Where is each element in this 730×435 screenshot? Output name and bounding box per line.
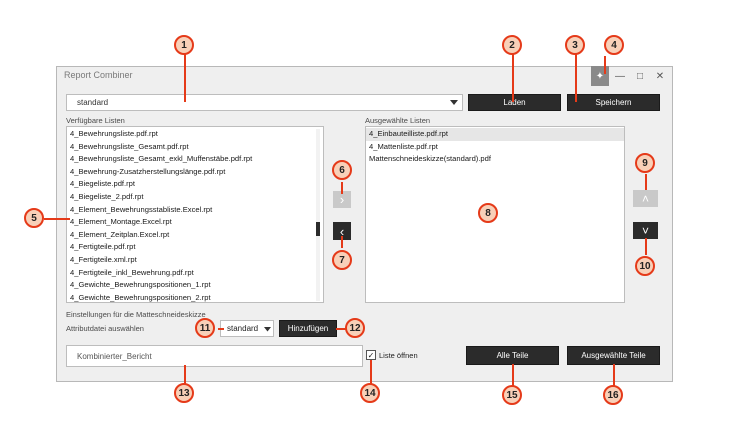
report-name-input[interactable]: Kombinierter_Bericht bbox=[66, 345, 363, 367]
minimize-icon[interactable]: — bbox=[615, 70, 625, 82]
selected-parts-button[interactable]: Ausgewählte Teile bbox=[567, 346, 660, 365]
available-list: 4_Bewehrungsliste.pdf.rpt 4_Bewehrungslis… bbox=[67, 128, 323, 302]
callout-line-1 bbox=[184, 53, 186, 102]
callout-line-6 bbox=[341, 182, 343, 194]
all-parts-button[interactable]: Alle Teile bbox=[466, 346, 559, 365]
callout-line-9 bbox=[645, 174, 647, 190]
list-item[interactable]: 4_Fertigteile.pdf.rpt bbox=[70, 242, 136, 252]
pin-icon[interactable]: ✦ bbox=[591, 66, 609, 86]
available-scrollbar-thumb[interactable] bbox=[316, 222, 320, 236]
close-icon[interactable]: ✕ bbox=[655, 70, 665, 82]
available-lists-panel: 4_Bewehrungsliste.pdf.rpt 4_Bewehrungslis… bbox=[66, 126, 324, 303]
template-dropdown[interactable]: standard bbox=[66, 94, 463, 111]
callout-line-13 bbox=[184, 365, 186, 385]
list-item[interactable]: 4_Element_Zeitplan.Excel.rpt bbox=[70, 229, 170, 239]
template-dropdown-value: standard bbox=[77, 98, 109, 107]
attribute-file-value: standard bbox=[227, 324, 259, 333]
list-item[interactable]: 4_Element_Montage.Excel.rpt bbox=[70, 217, 172, 227]
list-item[interactable]: 4_Element_Bewehrungsstabliste.Excel.rpt bbox=[70, 204, 213, 214]
list-item[interactable]: 4_Mattenliste.pdf.rpt bbox=[369, 141, 438, 151]
report-name-value: Kombinierter_Bericht bbox=[77, 352, 152, 361]
attribute-file-dropdown[interactable]: standard bbox=[220, 320, 274, 337]
add-button[interactable]: Hinzufügen bbox=[279, 320, 337, 337]
attribute-file-label: Attributdatei auswählen bbox=[66, 324, 144, 333]
callout-9: 9 bbox=[635, 153, 655, 173]
callout-line-16 bbox=[613, 364, 615, 386]
list-item[interactable]: 4_Gewichte_Bewehrungspositionen_1.rpt bbox=[70, 280, 211, 290]
list-item[interactable]: 4_Bewehrungsliste.pdf.rpt bbox=[70, 129, 158, 138]
list-item[interactable]: 4_Einbauteilliste.pdf.rpt bbox=[366, 128, 624, 141]
available-lists-header: Verfügbare Listen bbox=[66, 116, 125, 125]
settings-header: Einstellungen für die Matteschneideskizz… bbox=[66, 310, 206, 319]
list-item[interactable]: 4_Biegeliste.pdf.rpt bbox=[70, 179, 136, 189]
callout-line-7 bbox=[341, 236, 343, 248]
callout-line-15 bbox=[512, 364, 514, 386]
callout-2: 2 bbox=[502, 35, 522, 55]
move-up-button[interactable]: ˄ bbox=[633, 190, 658, 207]
callout-7: 7 bbox=[332, 250, 352, 270]
callout-3: 3 bbox=[565, 35, 585, 55]
callout-16: 16 bbox=[603, 385, 623, 405]
callout-line-4 bbox=[604, 56, 606, 74]
callout-12: 12 bbox=[345, 318, 365, 338]
save-button[interactable]: Speichern bbox=[567, 94, 660, 111]
callout-line-14 bbox=[370, 360, 372, 384]
list-item[interactable]: Mattenschneideskizze(standard).pdf bbox=[369, 154, 491, 164]
attribute-dropdown-arrow-icon bbox=[264, 327, 271, 332]
callout-line-3 bbox=[575, 53, 577, 102]
callout-line-2 bbox=[512, 53, 514, 102]
maximize-icon[interactable]: □ bbox=[636, 70, 644, 82]
move-right-button[interactable]: › bbox=[333, 191, 351, 208]
callout-line-10 bbox=[645, 238, 647, 255]
list-item[interactable]: 4_Bewehrungsliste_Gesamt_exkl_Muffenstäb… bbox=[70, 154, 253, 164]
open-list-checkbox[interactable]: ✓ bbox=[366, 350, 376, 360]
callout-15: 15 bbox=[502, 385, 522, 405]
callout-line-11 bbox=[218, 328, 224, 330]
window-title: Report Combiner bbox=[64, 70, 133, 80]
callout-4: 4 bbox=[604, 35, 624, 55]
list-item[interactable]: 4_Fertigteile.xml.rpt bbox=[70, 254, 137, 264]
callout-6: 6 bbox=[332, 160, 352, 180]
available-scrollbar-track[interactable] bbox=[316, 129, 320, 301]
move-down-button[interactable]: ˅ bbox=[633, 222, 658, 239]
callout-line-5 bbox=[44, 218, 70, 220]
list-item[interactable]: 4_Fertigteile_inkl_Bewehrung.pdf.rpt bbox=[70, 267, 194, 277]
selected-lists-header: Ausgewählte Listen bbox=[365, 116, 431, 125]
callout-5: 5 bbox=[24, 208, 44, 228]
list-item[interactable]: 4_Bewehrung-Zusatzherstellungslänge.pdf.… bbox=[70, 166, 226, 176]
load-button[interactable]: Laden bbox=[468, 94, 561, 111]
list-item[interactable]: 4_Gewichte_Bewehrungspositionen_2.rpt bbox=[70, 292, 211, 302]
callout-11: 11 bbox=[195, 318, 215, 338]
callout-14: 14 bbox=[360, 383, 380, 403]
callout-1: 1 bbox=[174, 35, 194, 55]
callout-line-12 bbox=[336, 328, 348, 330]
list-item[interactable]: 4_Biegeliste_2.pdf.rpt bbox=[70, 191, 144, 201]
callout-8: 8 bbox=[478, 203, 498, 223]
dropdown-arrow-icon bbox=[450, 100, 458, 105]
callout-10: 10 bbox=[635, 256, 655, 276]
callout-13: 13 bbox=[174, 383, 194, 403]
move-left-button[interactable]: ‹ bbox=[333, 222, 351, 240]
open-list-label: Liste öffnen bbox=[379, 351, 418, 360]
list-item[interactable]: 4_Bewehrungsliste_Gesamt.pdf.rpt bbox=[70, 141, 189, 151]
